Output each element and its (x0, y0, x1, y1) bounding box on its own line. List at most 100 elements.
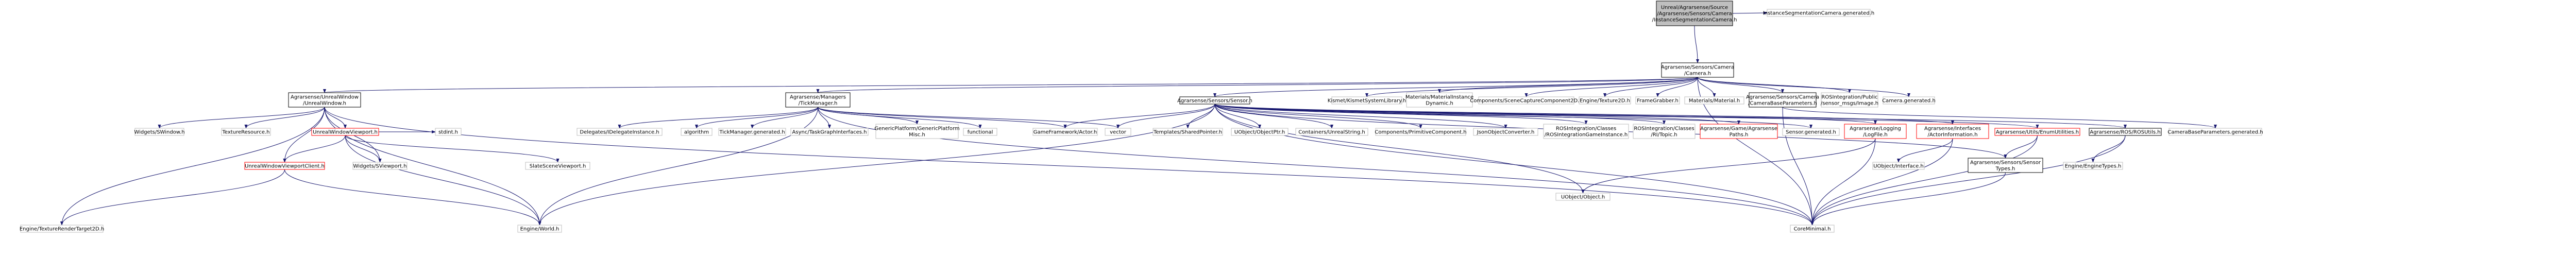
node-root[interactable]: Unreal/Agrarsense/Source/Agrarsense/Sens… (1652, 1, 1737, 26)
node-label-cambaseparams-1: /CameraBaseParameters.h (1748, 101, 1817, 107)
node-label-kismet-0: Kismet/KismetSystemLibrary.h (1328, 98, 1406, 104)
node-box-cambase_gen (2168, 128, 2262, 136)
node-box-sharedptr (1153, 128, 1223, 136)
node-label-sensortypes-1: Types.h (1995, 166, 2015, 172)
node-box-viewport (311, 128, 379, 136)
node-label-sviewport-0: Widgets/SViewport.h (353, 164, 407, 169)
node-box-sviewport (352, 162, 408, 170)
node-label-texres-0: TextureResource.h (222, 130, 270, 135)
node-label-rosgi-1: /ROSIntegrationGameInstance.h (1545, 132, 1628, 138)
node-label-matdyn-1: Dynamic.h (1426, 101, 1453, 107)
node-logging[interactable]: Agrarsense/Logging/LogFile.h (1844, 124, 1907, 139)
node-box-uobjif (1872, 162, 1925, 170)
edge-window-to-texrt (60, 107, 325, 226)
node-label-logging-1: /LogFile.h (1863, 132, 1887, 138)
node-label-unrealstr-0: Containers/UnrealString.h (1298, 130, 1365, 135)
node-label-root-2: /InstanceSegmentationCamera.h (1652, 18, 1737, 23)
edge-camera-to-tickmgr (817, 77, 1698, 93)
node-box-tickmgr (785, 92, 851, 108)
edge-viewportclient-to-texrt (60, 169, 285, 226)
edge-enumutil-to-sensortypes (2004, 135, 2038, 159)
node-actorinfo[interactable]: Agrarsense/Interfaces/ActorInformation.h (1916, 124, 1989, 139)
node-box-window (288, 92, 361, 108)
edge-camera-to-window (324, 77, 1698, 93)
node-actor: GameFramework/Actor.h (1032, 128, 1098, 136)
edge-viewport-to-viewportclient (283, 135, 346, 163)
node-enumutil[interactable]: Agrarsense/Utils/EnumUtilities.h (1994, 128, 2080, 136)
edge-actorinfo-to-uobjif (1897, 138, 1953, 163)
edge-sensor-to-sharedptr (1186, 104, 1215, 129)
node-sensor[interactable]: Agrarsense/Sensors/Sensor.h (1177, 96, 1252, 105)
edge-camera-to-material (1697, 77, 1716, 97)
node-label-uobjobj-0: UObject/Object.h (1561, 195, 1605, 200)
edge-viewport-to-world (345, 135, 541, 226)
node-stdint: stdint.h (435, 128, 462, 136)
node-box-unrealstr (1295, 128, 1368, 136)
node-label-enumutil-0: Agrarsense/Utils/EnumUtilities.h (1996, 130, 2079, 135)
node-box-stdint (435, 128, 462, 136)
node-tickmgr[interactable]: Agrarsense/Managers/TickManager.h (785, 92, 851, 108)
node-box-vector (1105, 128, 1131, 136)
edge-window-to-viewport (324, 107, 347, 129)
node-label-world-0: Engine/World.h (520, 227, 560, 232)
node-label-material-0: Materials/Material.h (1689, 98, 1740, 104)
node-label-uobjptr-0: UObject/ObjectPtr.h (1234, 130, 1285, 135)
edge-enumutil-to-coreminimal (1810, 135, 2038, 226)
node-label-texrt-0: Engine/TextureRenderTarget2D.h (20, 227, 104, 232)
edge-actorinfo-to-coreminimal (1810, 138, 1953, 226)
node-box-actor (1032, 128, 1098, 136)
node-viewportclient[interactable]: UnrealWindowViewportClient.h (244, 162, 325, 170)
node-box-tickmgr_gen (718, 128, 786, 136)
node-box-delegates (577, 128, 663, 136)
node-camera[interactable]: Agrarsense/Sensors/Camera/Camera.h (1661, 62, 1734, 78)
node-window[interactable]: Agrarsense/UnrealWindow/UnrealWindow.h (288, 92, 361, 108)
node-label-tickmgr-0: Agrarsense/Managers (790, 95, 846, 100)
edge-sensor-to-jsonconv (1214, 104, 1507, 129)
node-label-algorithm-0: algorithm (684, 130, 709, 135)
node-box-iscam_gen (1767, 9, 1871, 17)
node-rosutil[interactable]: Agrarsense/ROS/ROSUtils.h (2089, 128, 2162, 136)
node-uobjobj: UObject/Object.h (1555, 193, 1611, 201)
node-label-functional-0: functional (968, 130, 993, 135)
node-box-sensor_gen (1782, 128, 1840, 136)
node-label-cambaseparams-0: Agrarsense/Sensors/Camera (1746, 95, 1819, 100)
node-box-rosgi (1543, 124, 1629, 139)
node-cambaseparams[interactable]: Agrarsense/Sensors/Camera/CameraBasePara… (1746, 92, 1819, 108)
edge-logging-to-uobjobj (1581, 138, 1876, 194)
node-viewport[interactable]: UnrealWindowViewport.h (311, 128, 379, 136)
edge-viewport-to-sviewport (345, 135, 382, 163)
edge-tickmgr-to-tickmgr_gen (751, 107, 818, 129)
node-label-jsonconv-0: JsonObjectConverter.h (1477, 130, 1535, 135)
node-label-cambase_gen-0: CameraBaseParameters.generated.h (2167, 130, 2263, 135)
node-label-coreminimal-0: CoreMinimal.h (1794, 227, 1831, 232)
edge-root-to-camera (1694, 25, 1699, 63)
node-box-async (790, 128, 869, 136)
edge-tickmgr-to-actor (818, 107, 1067, 129)
node-label-window-1: /UnrealWindow.h (303, 101, 346, 107)
node-label-matdyn-0: Materials/MaterialInstance (1405, 95, 1473, 100)
node-box-kismet (1331, 96, 1402, 105)
node-label-enginetypes-0: Engine/EngineTypes.h (2065, 164, 2122, 169)
edge-viewportclient-to-world (284, 169, 541, 226)
node-delegates: Delegates/IDelegateInstance.h (577, 128, 663, 136)
node-label-stdint-0: stdint.h (438, 130, 458, 135)
node-box-swindow (134, 128, 184, 136)
node-label-actor-0: GameFramework/Actor.h (1033, 130, 1097, 135)
edge-rosutil-to-enginetypes (2091, 135, 2126, 163)
node-box-scenecap (1478, 96, 1574, 105)
node-box-camera (1661, 62, 1734, 78)
edge-sensor-to-enumutil (1214, 104, 2039, 129)
node-algorithm: algorithm (681, 128, 713, 136)
edge-sensor-to-uobjptr (1214, 104, 1261, 129)
edge-window-to-coreminimal (324, 107, 1814, 226)
node-sviewport: Widgets/SViewport.h (352, 162, 408, 170)
edge-camera-to-tex2d (1603, 77, 1698, 97)
node-coreminimal: CoreMinimal.h (1790, 225, 1835, 233)
node-label-swindow-0: Widgets/SWindow.h (134, 130, 184, 135)
node-label-framegrab-0: FrameGrabber.h (1637, 98, 1679, 104)
edge-sensortypes-to-coreminimal (1810, 172, 2006, 226)
node-box-cam_gen (1883, 96, 1935, 105)
